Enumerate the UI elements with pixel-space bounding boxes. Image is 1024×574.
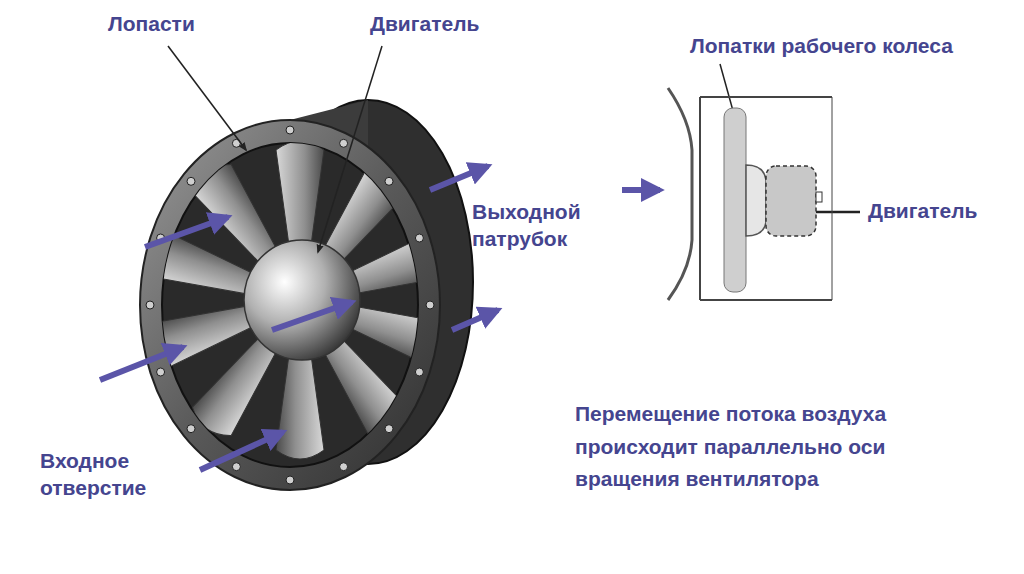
housing-wall (699, 97, 701, 300)
hub-dome (746, 165, 766, 236)
inlet-cone (668, 88, 692, 300)
airflow-arrow (145, 217, 228, 247)
airflow-arrow (622, 187, 660, 193)
housing-wall (700, 299, 832, 301)
motor-shaft (816, 192, 822, 202)
part-label: Двигатель (370, 10, 479, 37)
bolt (187, 425, 195, 433)
bolt (426, 301, 434, 309)
impeller-blade (724, 108, 746, 292)
flange-bolts (146, 126, 434, 484)
leader-line (168, 46, 246, 150)
leader-lines (168, 46, 860, 252)
housing-wall (700, 96, 832, 98)
bolt (385, 425, 393, 433)
bolt (232, 463, 240, 471)
fan-hub (244, 240, 360, 360)
inlet-cone (691, 150, 693, 240)
part-label: Лопасти (108, 10, 195, 37)
bolt (415, 368, 423, 376)
airflow-arrow (272, 302, 352, 330)
part-label: Выходной патрубок (472, 198, 622, 253)
bolt (157, 368, 165, 376)
motor-body (766, 166, 816, 236)
bolt (340, 139, 348, 147)
note-text: Перемещение потока воздуха происходит па… (575, 398, 975, 496)
bolt (187, 177, 195, 185)
part-label: Двигатель (868, 197, 977, 224)
part-label: Входное отверстие (40, 447, 190, 502)
airflow-arrow (452, 310, 498, 330)
bolt (385, 177, 393, 185)
fan-schematic (668, 88, 832, 300)
inlet-flange (140, 120, 440, 490)
housing-wall (832, 97, 833, 300)
bolt (415, 234, 423, 242)
bolt (286, 476, 294, 484)
bolt (340, 463, 348, 471)
part-label: Лопатки рабочего колеса (690, 32, 953, 59)
bolt (286, 126, 294, 134)
leader-line (318, 46, 382, 252)
airflow-arrow (430, 166, 488, 190)
blade-group (141, 141, 458, 459)
airflow-arrow (100, 347, 183, 380)
airflow-arrow (200, 432, 283, 470)
bolt (146, 301, 154, 309)
